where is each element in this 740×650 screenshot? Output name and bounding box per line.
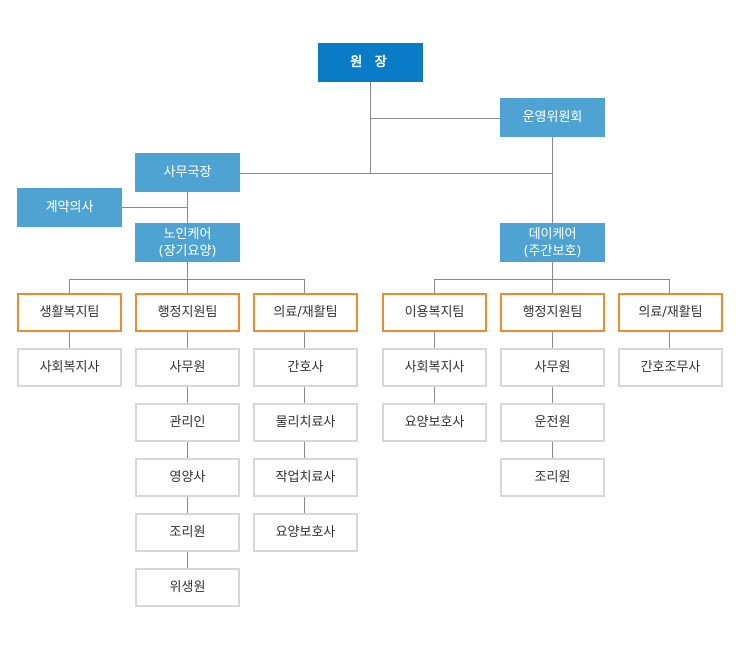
role-label: 요양보호사 xyxy=(404,415,465,430)
role-label: 간호조무사 xyxy=(640,360,701,375)
role-box: 작업치료사 xyxy=(253,458,358,497)
connector-line xyxy=(240,173,553,174)
elder-care-label: 노인케어 xyxy=(163,226,212,242)
team-label: 의료/재활팀 xyxy=(273,305,338,320)
connector-line xyxy=(552,262,553,293)
role-label: 사회복지사 xyxy=(39,360,100,375)
team-label: 생활복지팀 xyxy=(39,305,100,320)
connector-line xyxy=(434,279,435,293)
role-label: 운전원 xyxy=(534,415,571,430)
elder-care-box: 노인케어 (장기요양) xyxy=(135,223,240,262)
connector-line xyxy=(552,332,553,458)
role-box: 조리원 xyxy=(135,513,240,552)
role-box: 조리원 xyxy=(500,458,605,497)
director-box: 원 장 xyxy=(318,43,423,82)
role-label: 관리인 xyxy=(169,415,206,430)
day-care-sublabel: (주간보호) xyxy=(523,243,582,259)
role-box: 위생원 xyxy=(135,568,240,607)
role-label: 영양사 xyxy=(169,470,206,485)
role-box: 간호조무사 xyxy=(618,348,723,387)
role-box: 영양사 xyxy=(135,458,240,497)
role-label: 요양보호사 xyxy=(275,525,336,540)
role-label: 간호사 xyxy=(287,360,324,375)
team-label: 행정지원팀 xyxy=(522,305,583,320)
connector-line xyxy=(69,332,70,348)
team-box-living-welfare: 생활복지팀 xyxy=(17,293,122,332)
team-box-user-welfare: 이용복지팀 xyxy=(382,293,487,332)
role-box: 요양보호사 xyxy=(253,513,358,552)
connector-line xyxy=(122,207,187,208)
contract-doctor-label: 계약의사 xyxy=(45,200,94,215)
team-label: 의료/재활팀 xyxy=(638,305,703,320)
connector-line xyxy=(304,279,305,293)
role-box: 요양보호사 xyxy=(382,403,487,442)
connector-line xyxy=(669,279,670,293)
director-label: 원 장 xyxy=(350,55,391,70)
role-box: 관리인 xyxy=(135,403,240,442)
role-box: 사회복지사 xyxy=(382,348,487,387)
committee-label: 운영위원회 xyxy=(522,110,583,125)
connector-line xyxy=(187,262,188,293)
role-box: 운전원 xyxy=(500,403,605,442)
connector-line xyxy=(69,279,70,293)
role-label: 조리원 xyxy=(169,525,206,540)
role-label: 조리원 xyxy=(534,470,571,485)
role-label: 물리치료사 xyxy=(275,415,336,430)
team-box-admin-support: 행정지원팀 xyxy=(135,293,240,332)
day-care-box: 데이케어 (주간보호) xyxy=(500,223,605,262)
connector-line xyxy=(669,332,670,348)
role-label: 작업치료사 xyxy=(275,470,336,485)
connector-line xyxy=(552,137,553,223)
committee-box: 운영위원회 xyxy=(500,98,605,137)
role-box: 사무원 xyxy=(135,348,240,387)
role-box: 간호사 xyxy=(253,348,358,387)
team-label: 행정지원팀 xyxy=(157,305,218,320)
role-label: 사무원 xyxy=(534,360,571,375)
elder-care-sublabel: (장기요양) xyxy=(158,243,217,259)
contract-doctor-box: 계약의사 xyxy=(17,188,122,227)
connector-line xyxy=(69,279,305,280)
connector-line xyxy=(370,82,371,174)
role-box: 사무원 xyxy=(500,348,605,387)
team-box-medical-rehab: 의료/재활팀 xyxy=(618,293,723,332)
connector-line xyxy=(187,192,188,223)
team-label: 이용복지팀 xyxy=(404,305,465,320)
secretary-general-label: 사무국장 xyxy=(163,165,212,180)
role-label: 사무원 xyxy=(169,360,206,375)
team-box-admin-support: 행정지원팀 xyxy=(500,293,605,332)
secretary-general-box: 사무국장 xyxy=(135,153,240,192)
connector-line xyxy=(187,332,188,568)
day-care-label: 데이케어 xyxy=(528,226,577,242)
role-box: 사회복지사 xyxy=(17,348,122,387)
role-label: 사회복지사 xyxy=(404,360,465,375)
connector-line xyxy=(370,118,500,119)
connector-line xyxy=(434,279,670,280)
role-box: 물리치료사 xyxy=(253,403,358,442)
team-box-medical-rehab: 의료/재활팀 xyxy=(253,293,358,332)
role-label: 위생원 xyxy=(169,580,206,595)
